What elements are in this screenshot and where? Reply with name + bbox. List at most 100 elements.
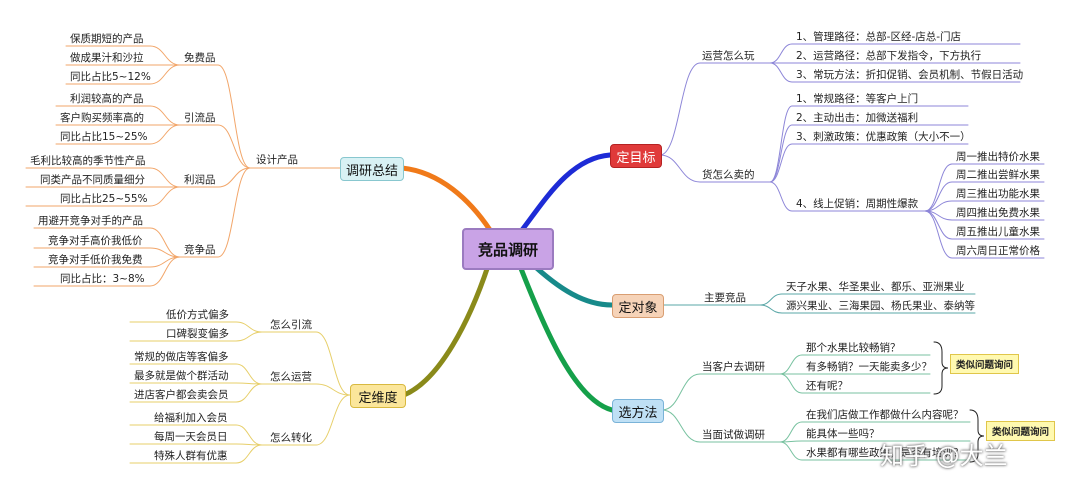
edge-weekly-item-5 [924,210,953,259]
weekly-item-2: 周二推出尝鲜水果 [956,169,1040,181]
free-item-2: 做成果汁和沙拉 [70,52,144,64]
selling-label: 货怎么卖的 [702,169,755,181]
profit-item-1: 毛利比较高的季节性产品 [30,155,146,167]
free-item-1: 保质期短的产品 [70,33,144,45]
branch-research-summary[interactable]: 调研总结 [340,157,404,181]
edge-attract-item-1 [235,331,263,342]
customer-research-label: 当客户去调研 [702,361,765,373]
traffic-item-1: 利润较高的产品 [70,93,144,105]
compete-item-3: 竞争对手低价我免费 [48,254,143,266]
selling-item-2: 2、主动出击：加微送福利 [796,112,919,124]
free-product-label: 免费品 [184,52,216,64]
edge-design-compete [217,167,251,258]
branch-set-target[interactable]: 定对象 [612,294,664,318]
brace-interview [969,409,985,463]
interview-research-label: 当面试做调研 [702,429,765,441]
edge-free-item-2 [149,64,181,85]
convert-item-1: 给福利加入会员 [154,412,228,424]
edge-traffic-item-2 [149,124,181,145]
interview-item-1: 在我们店做工作都做什么内容呢？ [806,409,964,421]
selling-item-1: 1、常规路径：等客户上门 [796,93,919,105]
edge-selling-item-1 [769,124,793,183]
customer-note: 类似问题询问 [950,354,1020,374]
operate-item-2: 最多就是做个群活动 [134,370,229,382]
edge-weekly-item-0 [924,163,953,212]
convert-item-3: 特殊人群有优惠 [154,450,228,462]
profit-item-3: 同比占比25~55% [60,193,148,205]
edge-dimension-operate [315,383,351,396]
selling-item-4: 4、线上促销：周期性爆款 [796,198,919,210]
edge-center-method [517,263,615,413]
operation-item-1: 1、管理路径：总部-区经-店总-门店 [796,31,962,43]
edge-goal-operation [659,62,701,156]
competitors-label: 主要竞品 [704,292,746,304]
edge-competitors-item-1 [759,304,783,314]
edge-design-traffic [217,124,251,169]
edge-interview-item-0 [779,421,803,443]
attract-label: 怎么引流 [270,319,312,331]
edge-weekly-item-2 [924,200,953,212]
edge-operation-item-2 [769,62,793,83]
weekly-item-5: 周五推出儿童水果 [956,226,1040,238]
edge-interview-item-2 [779,441,803,461]
interview-item-2: 能具体一些吗？ [806,428,880,440]
edge-profit-item-0 [149,167,181,188]
operate-item-3: 进店客户都会卖会员 [134,389,229,401]
edge-operate-item-2 [235,383,263,403]
edge-method-interview [661,409,701,443]
interview-note: 类似问题询问 [986,421,1056,441]
edge-selling-item-0 [769,105,793,183]
edge-selling-item-2 [769,143,793,183]
branch-set-dimension[interactable]: 定维度 [350,384,406,408]
edge-operate-item-0 [235,363,263,385]
competitors-item-1: 天子水果、华圣果业、都乐、亚洲果业 [786,281,965,293]
edge-traffic-item-0 [149,105,181,126]
edge-center-goal [519,152,613,233]
branch-choose-method[interactable]: 选方法 [612,399,664,423]
customer-item-1: 那个水果比较畅销？ [806,342,901,354]
profit-item-2: 同类产品不同质量细分 [40,174,145,186]
attract-item-1: 低价方式偏多 [166,309,229,321]
edge-profit-item-2 [149,186,181,207]
interview-item-3: 水果都有哪些政策，是否有培训？ [806,447,964,459]
profit-product-label: 利润品 [184,174,216,186]
watermark: 知乎 @大兰 [880,442,1008,470]
center-node[interactable]: 竞品调研 [462,228,554,270]
traffic-product-label: 引流品 [184,112,216,124]
selling-item-3: 3、刺激政策：优惠政策（大小不一） [796,131,971,143]
edge-convert-item-0 [235,424,263,446]
weekly-item-3: 周三推出功能水果 [956,188,1040,200]
edge-goal-selling [659,154,701,183]
edge-weekly-item-1 [924,181,953,212]
weekly-item-1: 周一推出特价水果 [956,151,1040,163]
edge-attract-item-0 [235,321,263,333]
competitors-item-2: 源兴果业、三海果园、杨氏果业、泰纳等 [786,300,975,312]
edge-operation-item-0 [769,43,793,64]
customer-item-2: 有多畅销？一天能卖多少？ [806,361,932,373]
branch-set-goal[interactable]: 定目标 [610,144,662,168]
edge-design-free [217,64,251,169]
design-product-label: 设计产品 [256,154,298,166]
edge-compete-item-0 [149,227,181,258]
traffic-item-3: 同比占比15~25% [60,131,148,143]
weekly-item-4: 周四推出免费水果 [956,207,1040,219]
edge-customer-item-2 [779,373,803,394]
compete-item-4: 同比占比：3~8% [60,273,145,285]
convert-label: 怎么转化 [270,432,312,444]
weekly-item-6: 周六周日正常价格 [956,245,1040,257]
convert-item-2: 每周一天会员日 [154,431,228,443]
edge-convert-item-2 [235,444,263,464]
brace-customer [933,341,949,395]
traffic-item-2: 客户购买频率高的 [60,112,144,124]
edge-center-summary [399,165,493,233]
edge-design-profit [217,167,251,188]
attract-item-2: 口碑裂变偏多 [166,328,229,340]
operation-item-2: 2、运营路径：总部下发指令，下方执行 [796,50,982,62]
edge-method-customer [661,373,701,411]
edge-competitors-item-0 [759,293,783,306]
edge-free-item-0 [149,45,181,66]
edge-selling-item-3 [769,181,793,212]
free-item-3: 同比占比5~12% [70,71,151,83]
